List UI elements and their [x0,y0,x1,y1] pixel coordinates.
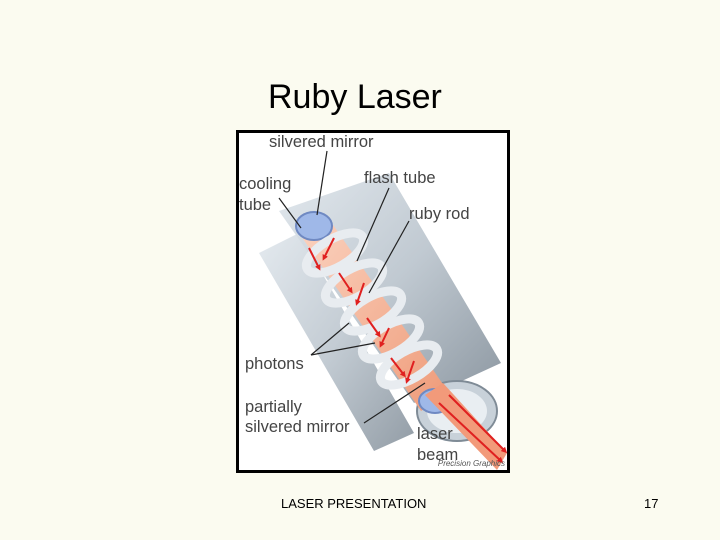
label-photons: photons [245,355,304,374]
label-flash-tube: flash tube [364,169,436,188]
image-credit: Precision Graphics [438,459,505,468]
label-cooling: cooling [239,175,291,194]
label-tube: tube [239,196,271,215]
silvered-mirror [296,212,332,240]
ruby-laser-diagram: silvered mirror cooling tube flash tube … [236,130,510,473]
slide-footer: LASER PRESENTATION [281,496,426,511]
label-partially-silvered-mirror: silvered mirror [245,418,350,437]
label-laser: laser [417,425,453,444]
label-partially: partially [245,398,302,417]
slide-title: Ruby Laser [268,78,442,117]
page-number: 17 [644,496,658,511]
label-silvered-mirror: silvered mirror [269,133,374,152]
label-ruby-rod: ruby rod [409,205,470,224]
